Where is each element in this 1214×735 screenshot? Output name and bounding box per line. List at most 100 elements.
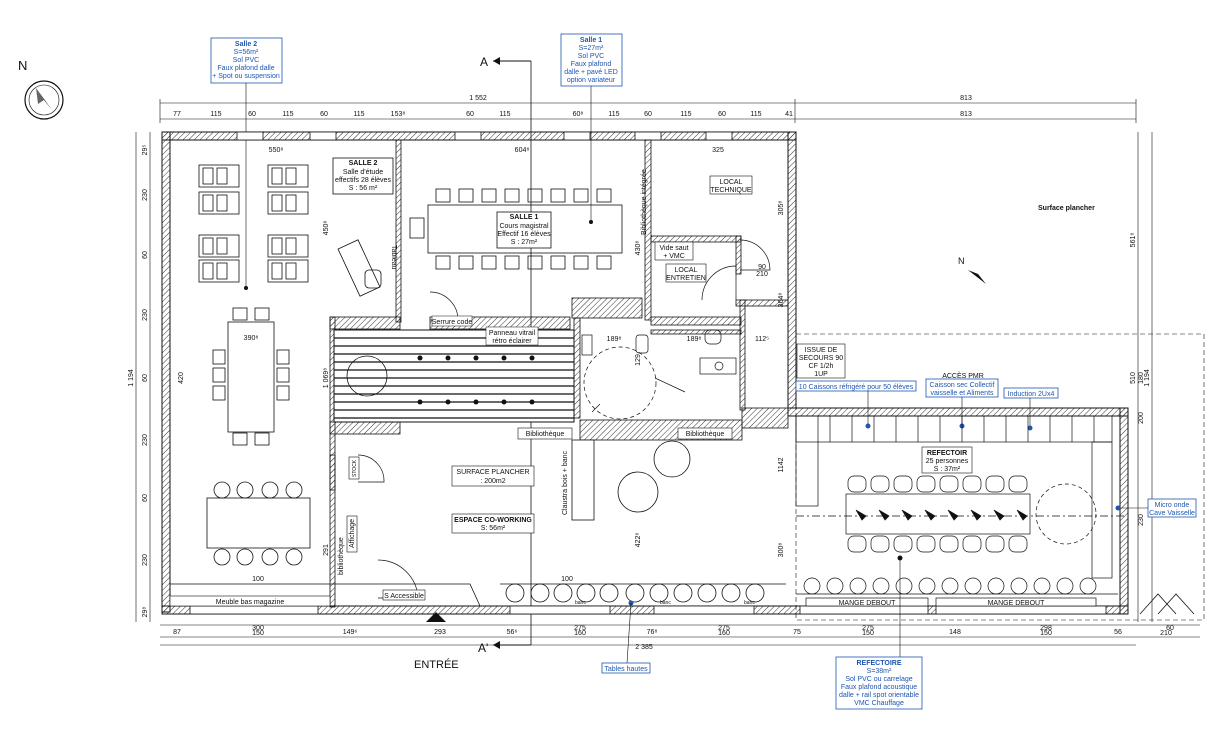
svg-text:LOCAL: LOCAL — [675, 267, 698, 274]
svg-text:275: 275 — [862, 625, 874, 632]
chair — [527, 255, 543, 270]
svg-text:Faux plafond: Faux plafond — [571, 61, 612, 68]
local-entretien-label: LOCAL ENTRETIEN — [665, 263, 707, 283]
svg-text:CF 1/2h: CF 1/2h — [809, 363, 834, 370]
mange-debout — [796, 577, 1118, 607]
chair — [939, 475, 959, 493]
svg-text:422⁸: 422⁸ — [635, 533, 642, 548]
tray — [855, 509, 867, 521]
svg-text:Serrure code: Serrure code — [432, 319, 473, 326]
svg-text:115: 115 — [608, 111, 619, 118]
svg-text:Meuble bas magazine: Meuble bas magazine — [216, 599, 285, 606]
staircase — [333, 329, 575, 423]
dimension-labels-left: 1 194 29⁵ 230 60 230 60 230 60 230 29⁸ 5… — [128, 145, 1151, 618]
chair — [893, 475, 913, 493]
bibliotheque-wall-label: bibliothèque — [338, 537, 345, 575]
stock-label: STOCK — [348, 456, 360, 480]
svg-text:SALLE 2: SALLE 2 — [349, 160, 378, 167]
svg-text:150: 150 — [862, 630, 874, 637]
svg-text:Salle d'étude: Salle d'étude — [343, 169, 383, 176]
svg-text:210: 210 — [756, 271, 768, 278]
callout-salle1: Salle 1 S=27m² Sol PVC Faux plafond dall… — [560, 33, 623, 224]
svg-text:305⁸: 305⁸ — [778, 201, 785, 216]
svg-text:150: 150 — [1040, 630, 1052, 637]
chair — [962, 475, 982, 493]
svg-text:29⁵: 29⁵ — [142, 145, 149, 156]
stool — [599, 583, 619, 603]
svg-text:Induction 2Ux4: Induction 2Ux4 — [1008, 391, 1055, 398]
bibliotheque-left: Bibliothèque — [517, 427, 573, 440]
svg-text:364⁸: 364⁸ — [778, 293, 785, 308]
svg-text:87: 87 — [173, 629, 181, 636]
spot-light — [529, 399, 535, 405]
stool — [1056, 577, 1074, 595]
svg-text:TECHNIQUE: TECHNIQUE — [710, 187, 752, 194]
svg-text:Claustra bois + banc: Claustra bois + banc — [562, 450, 569, 515]
stool — [1079, 577, 1097, 595]
svg-text:dalle + pavé LED: dalle + pavé LED — [564, 69, 618, 76]
chair — [1008, 475, 1028, 493]
svg-text:129: 129 — [635, 354, 642, 366]
svg-text:60: 60 — [142, 494, 149, 502]
chair — [985, 535, 1005, 553]
spot-light — [417, 399, 423, 405]
svg-text:561⁸: 561⁸ — [1130, 233, 1137, 248]
svg-text:76⁸: 76⁸ — [647, 629, 658, 636]
bibliotheque-right: Bibliothèque — [677, 427, 733, 440]
surface-plancher-ext-label: Surface plancher — [1038, 205, 1095, 212]
stool — [1033, 577, 1051, 595]
chair — [550, 255, 566, 270]
chair — [481, 188, 497, 203]
svg-text:148: 148 — [949, 629, 961, 636]
callout-refectoire: REFECTOIRE S=38m² Sol PVC ou carrelage F… — [835, 555, 923, 710]
stool — [697, 583, 717, 603]
svg-text:option variateur: option variateur — [567, 77, 616, 84]
section-label-top: A — [480, 55, 488, 69]
svg-text:Faux plafond acoustique: Faux plafond acoustique — [841, 684, 917, 691]
svg-text:S : 56 m²: S : 56 m² — [349, 185, 378, 192]
svg-text:banc: banc — [575, 600, 586, 606]
chair — [962, 535, 982, 553]
chair — [916, 475, 936, 493]
chair — [504, 255, 520, 270]
salle1-table — [409, 188, 623, 270]
spot-light — [473, 355, 479, 361]
svg-text:SALLE 1: SALLE 1 — [510, 214, 539, 221]
svg-text:ENTRETIEN: ENTRETIEN — [666, 275, 706, 282]
svg-text:210: 210 — [1160, 630, 1172, 637]
tray — [878, 509, 890, 521]
stool — [1010, 577, 1028, 595]
svg-text:115: 115 — [499, 111, 510, 118]
chair — [939, 535, 959, 553]
tray — [901, 509, 913, 521]
outer-walls — [161, 131, 1129, 615]
svg-text:189⁸: 189⁸ — [607, 336, 622, 343]
svg-text:1 069⁸: 1 069⁸ — [323, 368, 330, 389]
svg-text:390⁸: 390⁸ — [244, 335, 259, 342]
svg-text:Cave Vaisselle: Cave Vaisselle — [1149, 510, 1195, 517]
panneau-label: Panneau vitrail rétro éclairer — [485, 326, 539, 346]
dimension-labels-top: 1 552 813 813 77 115 60 115 60 115 153⁸ … — [173, 95, 972, 118]
refectoire-title: REFECTOIR 25 personnes S : 37m² — [921, 446, 973, 474]
north-label: N — [18, 58, 27, 73]
svg-text:29⁸: 29⁸ — [142, 607, 149, 618]
svg-text:604⁸: 604⁸ — [515, 147, 530, 154]
stool — [576, 583, 596, 603]
svg-text:rétro éclairer: rétro éclairer — [492, 338, 532, 345]
stool — [505, 583, 525, 603]
svg-text:115: 115 — [353, 111, 364, 118]
serrure-label: Serrure code — [431, 315, 473, 327]
vide-saut-label: Vide saut + VMC — [654, 241, 694, 261]
svg-text:10 Caissons réfrigéré pour 50: 10 Caissons réfrigéré pour 50 élèves — [799, 384, 914, 391]
chair — [596, 188, 612, 203]
svg-text:Salle 1: Salle 1 — [580, 37, 602, 44]
chair — [458, 255, 474, 270]
svg-text:115: 115 — [282, 111, 293, 118]
svg-text:banc: banc — [660, 600, 671, 606]
stool — [941, 577, 959, 595]
svg-text:MANGE DEBOUT: MANGE DEBOUT — [839, 600, 897, 607]
svg-text:Vide saut: Vide saut — [659, 245, 688, 252]
chair — [985, 475, 1005, 493]
stool — [530, 583, 550, 603]
refectoire-tables — [796, 475, 1124, 553]
